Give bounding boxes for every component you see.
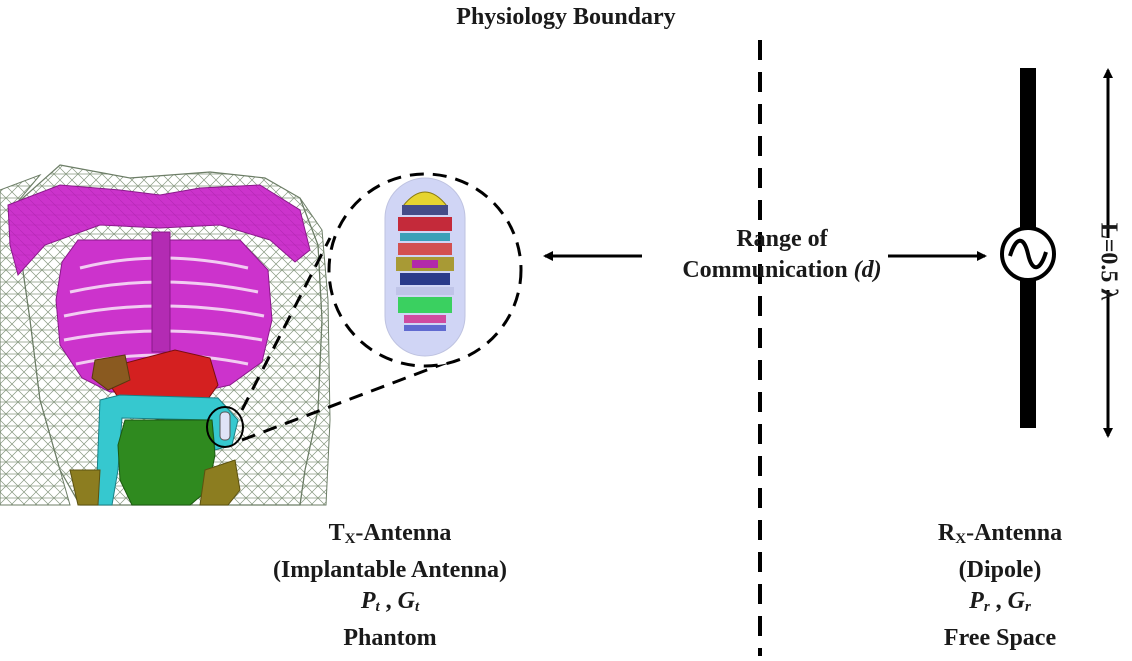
rx-power-gain: Pr , Gr <box>870 586 1130 623</box>
length-label: L=0.5 λ <box>1093 162 1124 362</box>
rx-antenna-caption: RX-Antenna (Dipole) Pr , Gr Free Space <box>870 518 1130 654</box>
rx-name: RX-Antenna <box>870 518 1130 555</box>
tx-power-gain: Pt , Gt <box>190 586 590 623</box>
rx-name-sub: X <box>955 531 966 547</box>
tx-gain: G <box>398 588 415 614</box>
rx-gain: G <box>1008 588 1025 614</box>
tx-gain-sub: t <box>415 599 419 615</box>
tx-type: (Implantable Antenna) <box>190 555 590 586</box>
rx-power-sub: r <box>984 599 990 615</box>
tx-power: P <box>361 588 376 614</box>
rx-type: (Dipole) <box>870 555 1130 586</box>
tx-name-sub: X <box>345 531 356 547</box>
rx-gain-sub: r <box>1025 599 1031 615</box>
range-label-line1: Range of <box>622 224 942 255</box>
tx-name-suffix: -Antenna <box>355 520 451 546</box>
tx-antenna-caption: TX-Antenna (Implantable Antenna) Pt , Gt… <box>190 518 590 654</box>
ac-source-icon <box>1002 228 1054 280</box>
range-label-text: Communication <box>682 257 847 283</box>
rx-name-suffix: -Antenna <box>966 520 1062 546</box>
tx-power-sub: t <box>375 599 379 615</box>
tx-name-prefix: T <box>329 520 345 546</box>
tx-medium: Phantom <box>190 623 590 654</box>
rx-power: P <box>969 588 984 614</box>
boundary-title: Physiology Boundary <box>396 2 736 33</box>
human-phantom-icon <box>0 165 330 505</box>
capsule-antenna-icon <box>385 178 465 356</box>
tx-name: TX-Antenna <box>190 518 590 555</box>
range-label: Range of Communication (d) <box>622 224 942 286</box>
rx-name-prefix: R <box>938 520 955 546</box>
rx-medium: Free Space <box>870 623 1130 654</box>
range-label-var: (d) <box>854 257 882 283</box>
range-label-line2: Communication (d) <box>622 255 942 286</box>
